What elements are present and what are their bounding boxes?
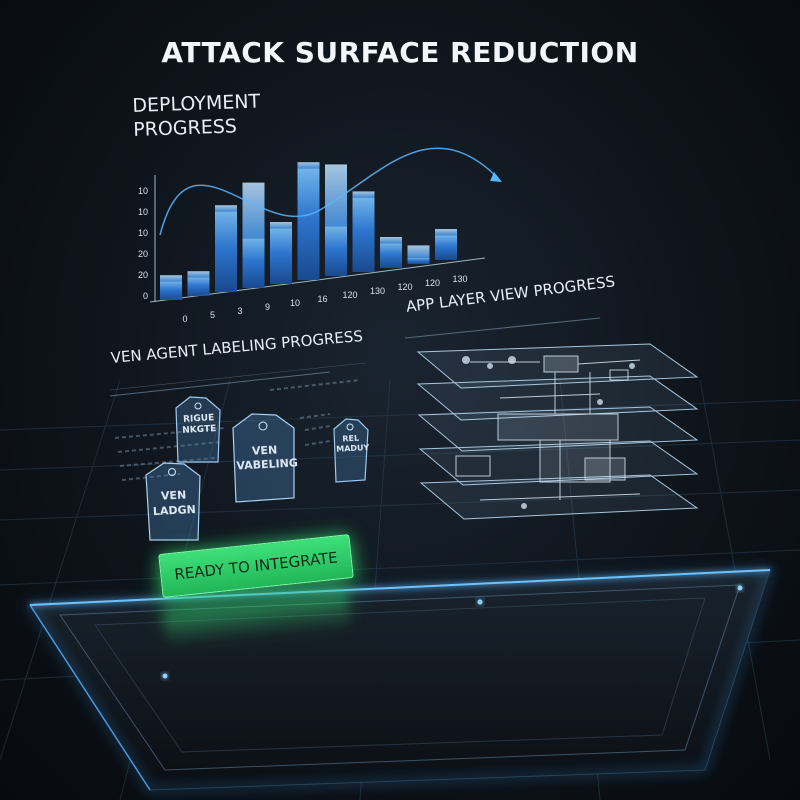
chart-bar xyxy=(215,211,237,292)
tag-4 xyxy=(145,462,201,541)
y-tick-label: 20 xyxy=(138,270,148,280)
node-icon xyxy=(508,356,516,364)
x-tick-label: 120 xyxy=(425,278,440,288)
x-tick-label: 3 xyxy=(237,306,242,316)
trend-arrowhead xyxy=(490,172,502,182)
chart-bar-segment xyxy=(352,191,375,198)
y-tick-label: 0 xyxy=(143,291,148,301)
chart-bar-segment xyxy=(325,164,347,227)
chart-bar-segment xyxy=(435,229,457,236)
chart-bar xyxy=(435,235,457,260)
chart-bar-segment xyxy=(380,237,402,244)
node-icon xyxy=(462,356,470,364)
chart-bar xyxy=(242,238,265,288)
chart-bar xyxy=(297,168,320,280)
chart-bar-segment xyxy=(215,205,237,212)
chart-bar xyxy=(187,277,210,296)
y-tick-label: 10 xyxy=(138,228,148,238)
tag-hole-icon xyxy=(168,468,176,476)
chart-bar-segment xyxy=(270,222,292,229)
app-layer-stack xyxy=(404,317,699,520)
tag-2-text: VEN VABELING xyxy=(236,443,299,473)
x-tick-label: 9 xyxy=(265,302,270,312)
x-tick-label: 120 xyxy=(397,282,412,292)
tag-3 xyxy=(333,418,369,483)
node-icon xyxy=(629,363,635,369)
trend-curve xyxy=(159,147,499,236)
chart-bar xyxy=(352,197,375,272)
deployment-chart-title: DEPLOYMENT PROGRESS xyxy=(132,87,334,142)
tag-4-text: VEN LADGN xyxy=(152,488,197,519)
x-tick-label: 120 xyxy=(342,290,357,300)
chart-bar-segment xyxy=(160,275,182,282)
node-icon xyxy=(597,399,603,405)
page-title: ATTACK SURFACE REDUCTION xyxy=(161,36,639,69)
node-icon xyxy=(521,503,527,509)
x-tick-label: 16 xyxy=(317,294,327,304)
x-tick-label: 5 xyxy=(210,310,215,320)
chart-bar-segment xyxy=(242,182,265,239)
chart-bar xyxy=(380,243,402,268)
chart-bar-segment xyxy=(297,162,320,169)
chart-bar-segment xyxy=(187,271,210,278)
tag-2 xyxy=(232,413,295,503)
chart-bar xyxy=(160,281,182,300)
ven-tags xyxy=(145,396,369,541)
deployment-chart: 0 20 20 10 10 10 0 5 3 9 10 16 120 130 120 120 130 xyxy=(138,147,502,324)
chart-bar-segment xyxy=(407,245,430,258)
y-tick-label: 20 xyxy=(138,249,148,259)
tag-3-text: REL MADUY xyxy=(336,433,370,454)
chart-bar xyxy=(407,257,430,264)
x-tick-label: 130 xyxy=(370,286,385,296)
y-tick-label: 10 xyxy=(138,207,148,217)
tag-hole-icon xyxy=(258,421,268,431)
chart-bar xyxy=(270,228,292,284)
x-tick-label: 130 xyxy=(452,274,467,284)
tag-1 xyxy=(175,396,221,463)
x-tick-label: 0 xyxy=(182,314,187,324)
chart-bar xyxy=(325,226,347,276)
y-tick-label: 10 xyxy=(138,186,148,196)
tag-1-text: RIGUE NKGTE xyxy=(182,413,217,436)
tag-hole-icon xyxy=(194,402,202,410)
platform xyxy=(27,568,773,792)
tag-hole-icon xyxy=(346,423,354,431)
x-tick-label: 10 xyxy=(290,298,300,308)
ven-panel xyxy=(109,362,366,481)
node-icon xyxy=(487,363,493,369)
